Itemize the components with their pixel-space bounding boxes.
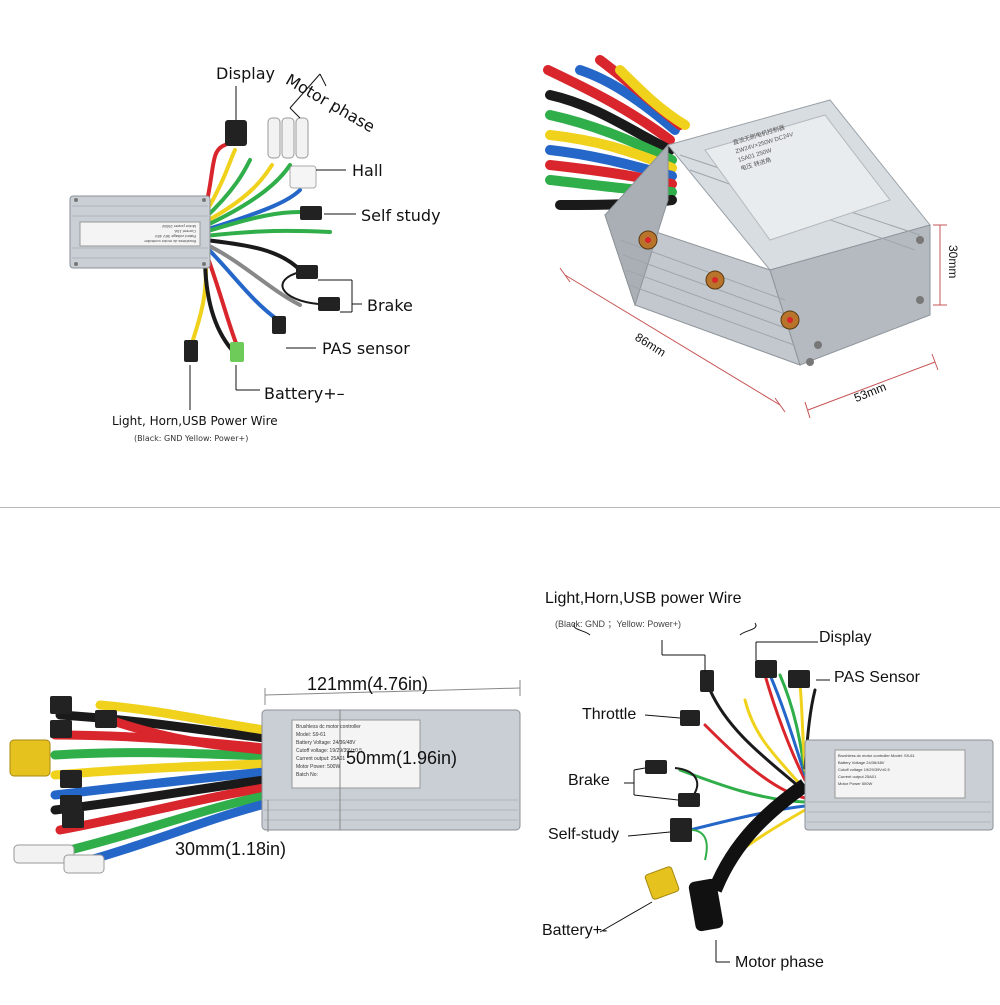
sticker-line: Current output 25A01 [838,774,877,779]
label-motor-phase: Motor phase [735,954,824,971]
sticker-model: Model: S9-61 [890,753,915,758]
sticker-cutoff: Cutoff voltage: 19/29/39V±0.5 [296,748,363,754]
sticker-line: Brushless dc motor controller [144,239,196,244]
sticker-title: Brushless dc motor controller [296,724,361,730]
sticker-line: Rated voltage 36V 48V [154,234,196,239]
label-pas-sensor: PAS sensor [322,339,410,358]
label-brake: Brake [367,296,413,315]
sticker-battery-voltage: Battery Voltage: 24/36/48V [296,740,356,746]
label-display: Display [819,629,872,646]
controller-sticker-top-left: Brushless dc motor controller Rated volt… [84,224,196,244]
controller-photo-bottom-left [9,680,521,874]
label-self-study: Self study [361,206,441,225]
dimension-height: 30mm(1.18in) [175,839,287,859]
dimension-length: 121mm(4.76in) [307,674,429,694]
sticker-title: Brushless dc motor controller Model: S9-… [838,752,964,759]
label-hall: Hall [352,161,383,180]
sticker-line: Current 15A [174,229,196,234]
controller-photo-top-right [543,55,947,419]
sticker-model: Model: S9-61 [296,732,326,738]
label-throttle: Throttle [582,706,637,723]
panel-wiring-diagram-bottom: Light,Horn,USB power Wire (Black: GND ；Y… [530,510,1000,1000]
panel-divider [0,507,1000,508]
label-light-wire-note: (Black: GND Yellow: Power+) [134,434,249,443]
sticker-current: Current output: 25A01 [296,756,346,762]
dimension-height: 30mm [946,245,960,279]
sticker-line: Motor power 250W [162,224,196,229]
controller-sticker-bottom-left: Brushless dc motor controller Model: S9-… [296,723,418,779]
label-pas-sensor: PAS Sensor [834,669,920,686]
controller-sticker-bottom-right: Brushless dc motor controller Model: S9-… [838,752,964,787]
label-light-horn-usb-wire: Light,Horn,USB power Wire [545,590,742,607]
label-light-wire-note: (Black: GND ；Yellow: Power+) [555,619,681,629]
panel-wiring-diagram-top: Display Motor phase Hall Self study Brak… [0,0,500,505]
label-brake: Brake [568,772,610,789]
sticker-batch: Batch No: [296,772,318,778]
sticker-title-text: Brushless dc motor controller [838,753,890,758]
sticker-line: Motor Power 500W [838,781,873,786]
controller-illustration-top-left [69,73,362,410]
label-battery: Battery+- [542,922,608,939]
label-display: Display [216,64,275,83]
sticker-line: Cutoff voltage 19/29/39V±0.5 [838,767,890,772]
panel-dimension-photo-bottom: 121mm(4.76in) 50mm(1.96in) 30mm(1.18in) … [0,510,530,1000]
label-battery: Battery+– [264,384,345,403]
dimension-width: 50mm(1.96in) [346,748,458,768]
controller-illustration-bottom-right [573,622,994,963]
panel-dimension-photo-top: 86mm 53mm 30mm 直流无刷电机控制器 ZW24V×250W DC24… [500,0,1000,505]
label-light-horn-usb-wire: Light, Horn,USB Power Wire [112,414,278,428]
sticker-line: Battery Voltage 24/36/48V [838,760,885,765]
sticker-note-a: 电压 [740,163,754,173]
label-self-study: Self-study [548,826,620,843]
sticker-power: Motor Power: 500W [296,764,341,770]
